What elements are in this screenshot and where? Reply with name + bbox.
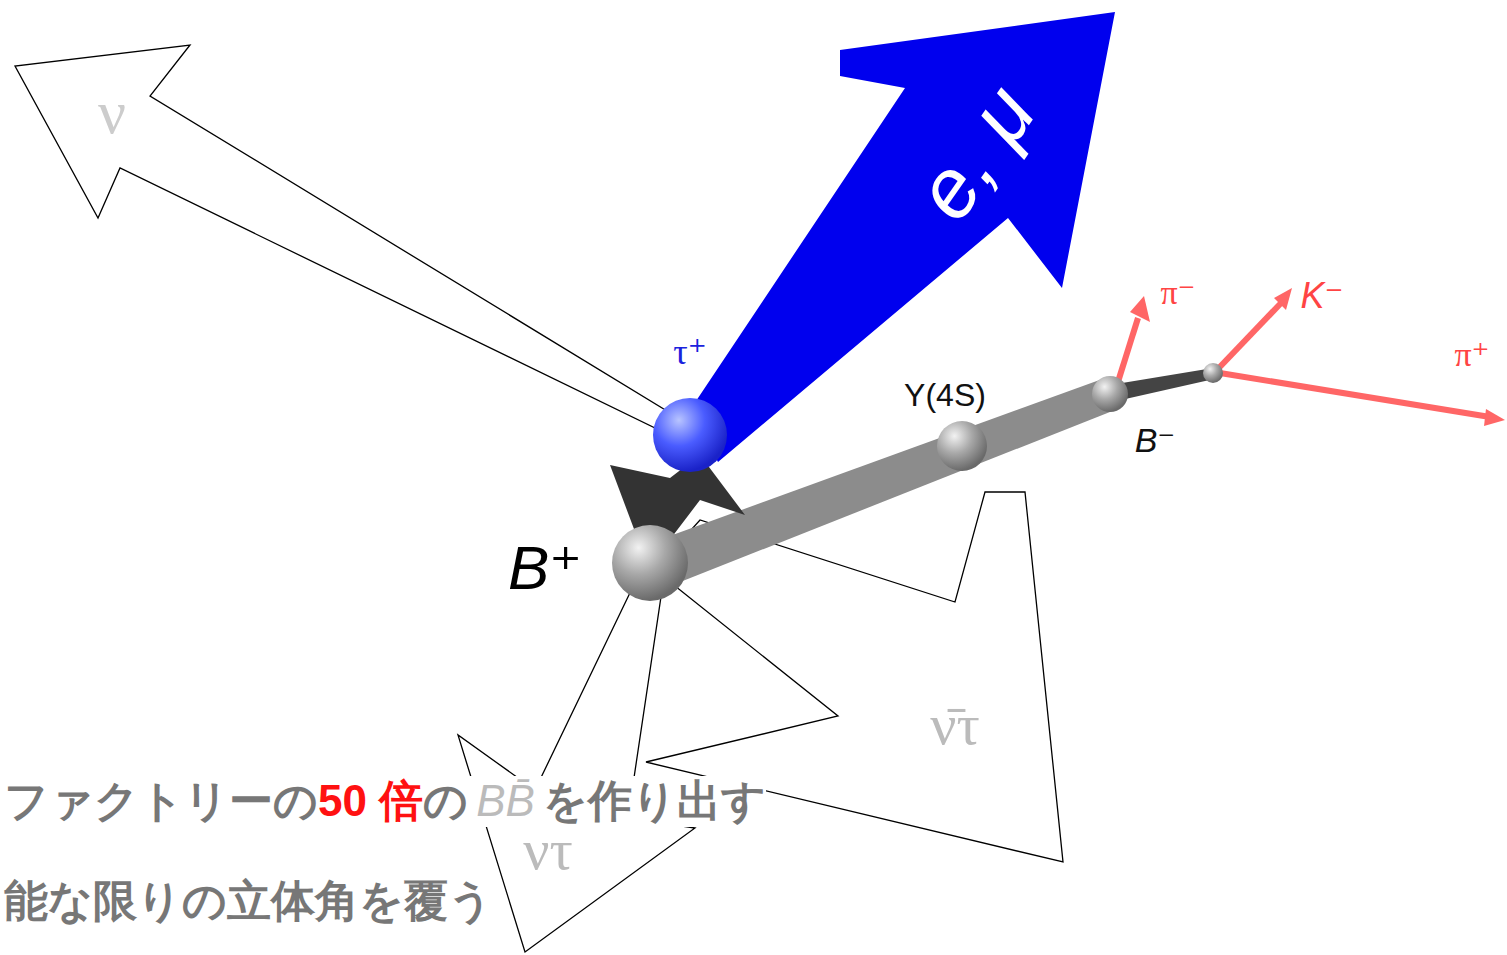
pion-plus-label: π⁺ bbox=[1454, 338, 1489, 372]
neutrino-tau-arrow bbox=[458, 572, 695, 952]
caption-text: を作り出す bbox=[543, 776, 766, 827]
b-plus-sphere bbox=[612, 525, 688, 601]
caption-line: 能な限りの立体角を覆う bbox=[4, 876, 493, 927]
pion-minus-label: π⁻ bbox=[1160, 276, 1195, 310]
b-minus-sphere bbox=[1092, 376, 1128, 412]
antineutrino-label: ν̄τ bbox=[930, 696, 980, 754]
caption-text: BB̄ bbox=[468, 776, 543, 827]
neutrino-arrow bbox=[15, 45, 690, 445]
kaon-label: K⁻ bbox=[1300, 278, 1343, 314]
caption-text: ファクトリーの bbox=[4, 776, 318, 827]
caption-text: 能な限りの立体角を覆う bbox=[4, 876, 493, 927]
upsilon-label: Y(4S) bbox=[904, 379, 986, 411]
decay-vertex bbox=[1203, 363, 1223, 383]
neutrino-tau-label: ντ bbox=[523, 821, 573, 879]
b-minus-label: B⁻ bbox=[1135, 423, 1176, 457]
upsilon-sphere bbox=[937, 421, 987, 471]
tau-label: τ⁺ bbox=[673, 334, 706, 370]
tau-sphere bbox=[653, 398, 727, 472]
caption-line: ファクトリーの50 倍のBB̄を作り出す bbox=[4, 776, 766, 827]
caption-text: 50 倍 bbox=[318, 776, 423, 827]
lepton-arrow bbox=[690, 12, 1115, 462]
b-plus-label: B⁺ bbox=[508, 537, 582, 599]
caption-text: の bbox=[423, 776, 468, 827]
neutrino-label: ν bbox=[98, 81, 126, 143]
